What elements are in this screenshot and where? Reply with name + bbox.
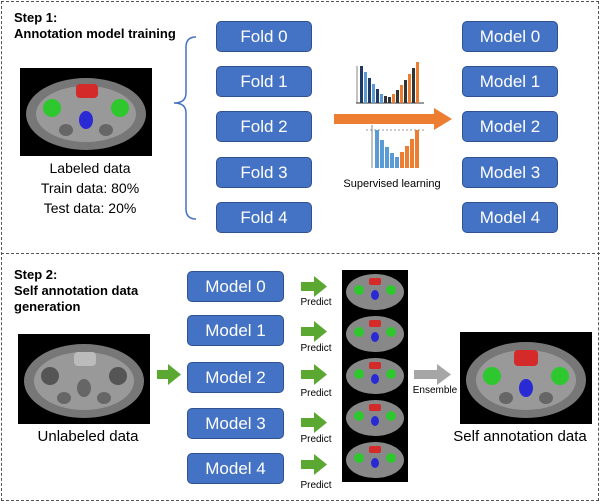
predict-arrow-4	[301, 454, 327, 475]
step2-model-1-box: Model 1	[187, 315, 284, 346]
fold-3-box: Fold 3	[216, 157, 312, 188]
ensemble-label: Ensemble	[412, 385, 458, 396]
labeled-mri-image	[20, 68, 152, 156]
step2-title-line1: Step 2:	[14, 267, 58, 282]
step1-title-line2: Annotation model training	[14, 26, 176, 41]
train-split-text: Train data: 80%	[40, 180, 140, 196]
prediction-image-3	[346, 400, 404, 436]
step2-title: Step 2: Self annotation data generation	[14, 267, 138, 315]
lower-bar-icon	[366, 125, 424, 168]
predict-arrow-1	[301, 321, 327, 342]
step2-model-2-box: Model 2	[187, 362, 284, 393]
predict-arrow-0	[301, 276, 327, 297]
step1-model-4-box: Model 4	[462, 202, 558, 233]
self-annotation-caption: Self annotation data	[453, 428, 587, 445]
predict-arrow-3	[301, 412, 327, 433]
unlabeled-mri-image	[18, 334, 150, 424]
step1-model-0-box: Model 0	[462, 21, 558, 52]
prediction-image-4	[346, 442, 404, 478]
self-annotation-mri-image	[460, 332, 592, 424]
prediction-image-1	[346, 316, 404, 352]
unlabeled-data-caption: Unlabeled data	[37, 428, 139, 445]
step-divider	[1, 253, 600, 254]
step2-model-3-box: Model 3	[187, 408, 284, 439]
prediction-image-0	[346, 274, 404, 310]
supervised-learning-label: Supervised learning	[343, 178, 441, 190]
fold-0-box: Fold 0	[216, 21, 312, 52]
training-arrow	[334, 108, 452, 130]
fold-2-box: Fold 2	[216, 111, 312, 142]
step2-title-line2: Self annotation data	[14, 283, 139, 298]
upper-bar-icon	[356, 62, 424, 104]
predict-label-0: Predict	[300, 297, 332, 308]
step1-model-2-box: Model 2	[462, 111, 558, 142]
step2-title-line3: generation	[14, 299, 81, 314]
prediction-image-2	[346, 358, 404, 394]
test-split-text: Test data: 20%	[43, 200, 137, 216]
fold-4-box: Fold 4	[216, 202, 312, 233]
labeled-data-caption: Labeled data	[49, 160, 131, 176]
step1-title-line1: Step 1:	[14, 10, 58, 25]
predict-label-2: Predict	[300, 388, 332, 399]
predict-label-3: Predict	[300, 434, 332, 445]
predict-arrow-2	[301, 364, 327, 385]
fold-1-box: Fold 1	[216, 66, 312, 97]
step1-title: Step 1: Annotation model training	[14, 10, 176, 42]
step1-model-1-box: Model 1	[462, 66, 558, 97]
step2-model-0-box: Model 0	[187, 271, 284, 302]
prediction-strip	[342, 270, 408, 482]
predict-label-4: Predict	[300, 480, 332, 491]
step1-model-3-box: Model 3	[462, 157, 558, 188]
step2-model-4-box: Model 4	[187, 453, 284, 484]
predict-label-1: Predict	[300, 343, 332, 354]
